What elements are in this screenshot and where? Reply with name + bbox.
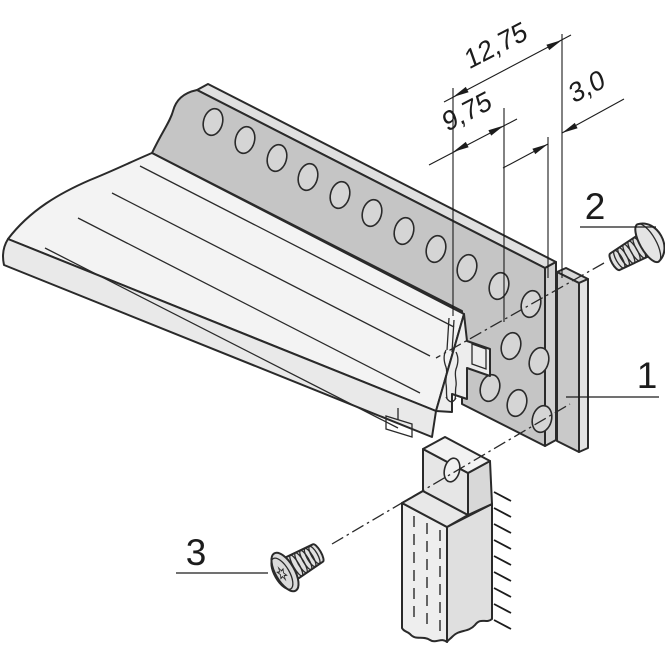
end-plate [556, 267, 589, 453]
dimension-12-75: 12,75 [443, 15, 572, 103]
screw3-head [270, 551, 300, 593]
screw2-head [634, 222, 665, 264]
end-plate-face [556, 271, 580, 453]
rail-top-face [7, 152, 465, 412]
callout-label-2: 2 [585, 186, 606, 227]
rail-profile [2, 152, 491, 438]
column-front-face [401, 502, 448, 643]
rail-end-tab-detail [471, 343, 487, 370]
dimension-value-outer: 12,75 [461, 15, 531, 76]
screw2-head-rim [637, 223, 662, 263]
callout-label-1: 1 [637, 355, 658, 396]
extension-lines [452, 34, 563, 322]
dimension-value-offset: 3,0 [565, 63, 609, 110]
part-callouts: 1 2 3 [176, 186, 659, 574]
strip-end-hole-field [479, 331, 553, 434]
centerlines [331, 262, 605, 545]
column-side-face [446, 503, 493, 643]
rail-profile-lines [44, 165, 455, 429]
dimension-3-0: 3,0 [502, 63, 625, 169]
rail-end-face [435, 313, 491, 413]
screw2-axis-centerline [435, 262, 605, 359]
screw3-axis-centerline [331, 403, 571, 545]
screw-3 [270, 543, 325, 593]
strip-face [151, 89, 546, 447]
strip-hole-row [202, 107, 542, 319]
rail-bottom-hook [385, 408, 413, 438]
screw-2 [608, 222, 665, 272]
screw3-head-face [270, 557, 294, 591]
screw2-thread-rings [613, 237, 647, 269]
perforated-strip [151, 83, 557, 447]
end-plate-side-face [578, 278, 589, 453]
screw-channel [443, 349, 459, 403]
screw-channel-slit [446, 317, 455, 353]
vertical-extrusion [401, 436, 512, 643]
comb-hatch-marks [493, 491, 512, 630]
callout-label-3: 3 [186, 532, 207, 573]
torx-recess-icon [276, 566, 288, 582]
